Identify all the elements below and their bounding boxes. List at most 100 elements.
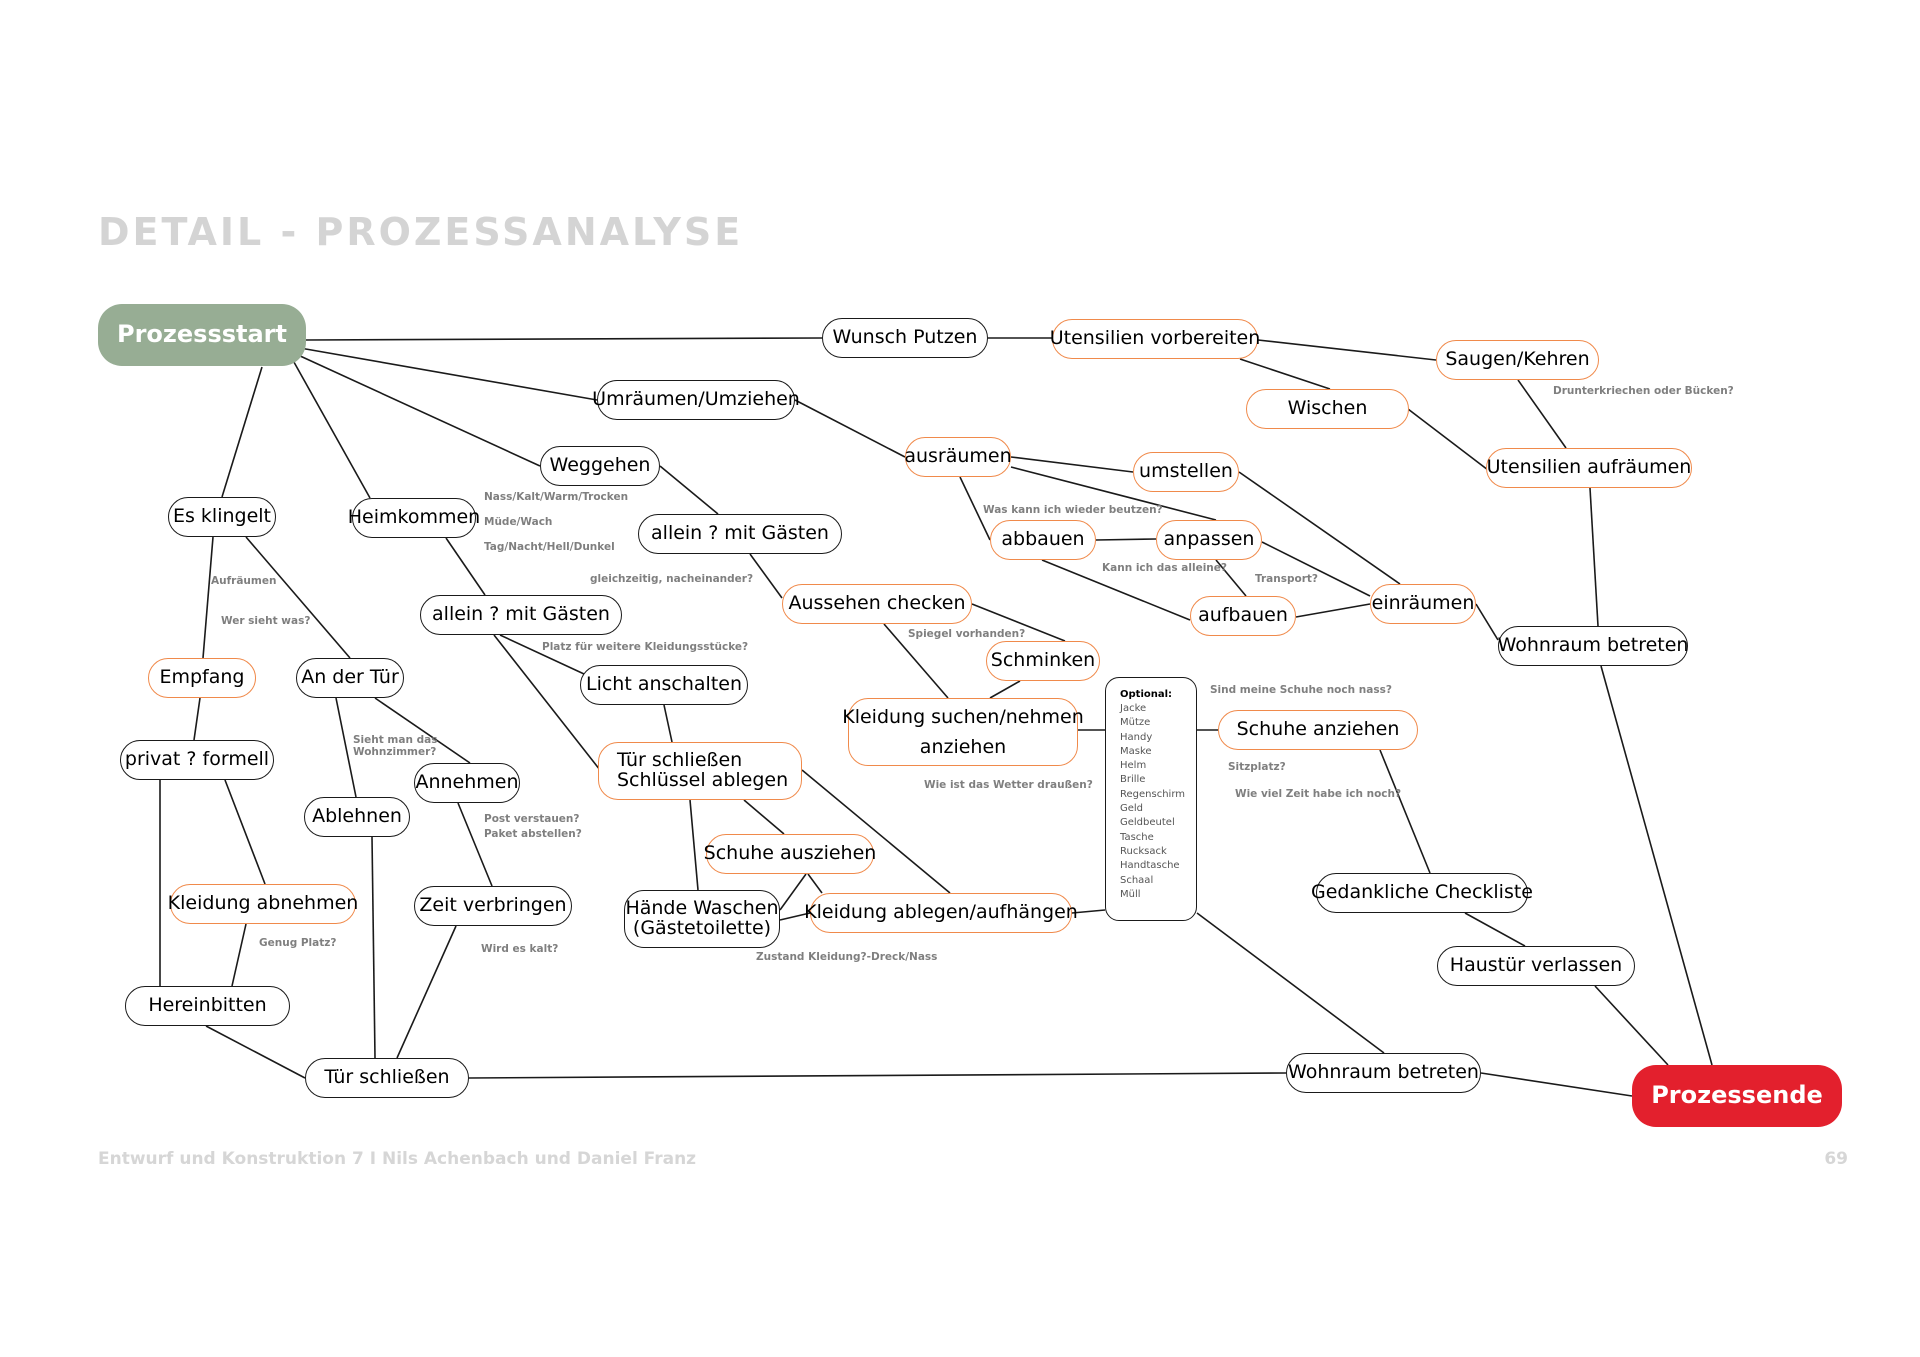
annotation-kalt: Wird es kalt? bbox=[481, 943, 559, 955]
node-allein-oder-gaesten-left[interactable]: allein ? mit Gästen bbox=[420, 595, 622, 635]
connector-line bbox=[493, 634, 601, 771]
node-einraeumen[interactable]: einräumen bbox=[1370, 584, 1476, 624]
process-start-node[interactable]: Prozessstart bbox=[98, 304, 306, 366]
node-umstellen[interactable]: umstellen bbox=[1133, 452, 1239, 492]
connector-line bbox=[1464, 912, 1526, 947]
connector-line bbox=[1071, 909, 1106, 914]
node-zeit-verbringen[interactable]: Zeit verbringen bbox=[414, 886, 572, 926]
node-es-klingelt[interactable]: Es klingelt bbox=[168, 497, 276, 537]
node-haende-waschen[interactable]: Hände Waschen (Gästetoilette) bbox=[624, 890, 780, 948]
connector-line bbox=[224, 779, 266, 885]
optional-item: Müll bbox=[1120, 888, 1141, 900]
footer-credits: Entwurf und Konstruktion 7 I Nils Achenb… bbox=[98, 1149, 697, 1169]
annotation-platz-kleidung: Platz für weitere Kleidungsstücke? bbox=[542, 641, 749, 653]
annotation-wer-sieht: Wer sieht was? bbox=[221, 615, 311, 627]
node-umraeumen-umziehen[interactable]: Umräumen/Umziehen bbox=[592, 380, 800, 420]
node-allein-oder-gaesten-top[interactable]: allein ? mit Gästen bbox=[638, 514, 842, 554]
node-anpassen[interactable]: anpassen bbox=[1156, 520, 1262, 560]
connector-line bbox=[1594, 985, 1669, 1066]
annotation-schuhe-nass: Sind meine Schuhe noch nass? bbox=[1210, 684, 1392, 696]
node-haustuer-verlassen[interactable]: Haustür verlassen bbox=[1437, 946, 1635, 986]
process-end-node[interactable]: Prozessende bbox=[1632, 1065, 1842, 1127]
annotation-wieder-benutzen: Was kann ich wieder beutzen? bbox=[983, 504, 1163, 516]
connector-line bbox=[297, 354, 541, 467]
optional-item: Handtasche bbox=[1120, 860, 1180, 872]
page-title: DETAIL - PROZESSANALYSE bbox=[98, 210, 744, 254]
option-allein: allein bbox=[432, 603, 484, 626]
connector-line bbox=[1295, 603, 1371, 618]
node-weggehen[interactable]: Weggehen bbox=[540, 446, 660, 486]
connector-line bbox=[1041, 559, 1191, 621]
annotation-alleine: Kann ich das alleine? bbox=[1102, 562, 1227, 574]
connector-line bbox=[749, 553, 783, 599]
node-schuhe-ausziehen[interactable]: Schuhe ausziehen bbox=[704, 834, 876, 874]
node-heimkommen[interactable]: Heimkommen bbox=[348, 498, 480, 538]
connector-line bbox=[468, 1072, 1287, 1079]
node-kleidung-suchen-line2: anziehen bbox=[919, 736, 1007, 758]
node-abbauen[interactable]: abbauen bbox=[990, 520, 1096, 560]
optional-title: Optional: bbox=[1120, 689, 1173, 700]
connector-line bbox=[959, 476, 991, 541]
optional-item: Tasche bbox=[1120, 831, 1154, 843]
node-ausraeumen[interactable]: ausräumen bbox=[904, 437, 1012, 477]
annotation-post: Post verstauen? Paket abstellen? bbox=[484, 813, 582, 840]
optional-item: Helm bbox=[1120, 760, 1147, 772]
node-an-der-tuer[interactable]: An der Tür bbox=[296, 658, 404, 698]
connector-line bbox=[193, 697, 201, 741]
node-kleidung-abnehmen[interactable]: Kleidung abnehmen bbox=[168, 884, 358, 924]
node-tuer-schliessen-schluessel[interactable]: Tür schließen Schlüssel ablegen bbox=[598, 742, 802, 800]
connector-line bbox=[1215, 559, 1247, 597]
node-wohnraum-betreten-right[interactable]: Wohnraum betreten bbox=[1498, 626, 1688, 666]
node-kleidung-ablegen[interactable]: Kleidung ablegen/aufhängen bbox=[804, 893, 1078, 933]
node-tuer-schliessen[interactable]: Tür schließen bbox=[305, 1058, 469, 1098]
connector-line bbox=[1589, 487, 1599, 627]
connector-line bbox=[689, 799, 699, 891]
node-schminken[interactable]: Schminken bbox=[986, 641, 1100, 681]
connector-line bbox=[663, 704, 673, 743]
node-kleidung-suchen[interactable]: Kleidung suchen/nehmen anziehen bbox=[842, 698, 1084, 766]
node-aussehen-checken[interactable]: Aussehen checken bbox=[782, 584, 972, 624]
connector-line bbox=[659, 465, 719, 515]
node-utensilien-vorbereiten[interactable]: Utensilien vorbereiten bbox=[1050, 319, 1260, 359]
connector-line bbox=[205, 1025, 306, 1079]
optional-item: Geld bbox=[1120, 803, 1144, 815]
node-privat-formell[interactable]: privat ? formell bbox=[120, 740, 274, 780]
node-ablehnen[interactable]: Ablehnen bbox=[304, 797, 410, 837]
node-licht-anschalten[interactable]: Licht anschalten bbox=[580, 665, 748, 705]
node-wischen[interactable]: Wischen bbox=[1246, 389, 1409, 429]
node-hereinbitten[interactable]: Hereinbitten bbox=[125, 986, 290, 1026]
connector-line bbox=[971, 603, 1066, 642]
node-annehmen[interactable]: Annehmen bbox=[414, 763, 520, 803]
connector-line bbox=[245, 536, 351, 659]
connector-line bbox=[221, 366, 263, 498]
annotation-sitzplatz: Sitzplatz? bbox=[1228, 761, 1286, 773]
connector-line bbox=[289, 354, 371, 499]
annotation-nass-kalt: Nass/Kalt/Warm/Trocken Müde/Wach Tag/Nac… bbox=[484, 491, 629, 553]
connector-line bbox=[801, 769, 951, 894]
connector-line bbox=[779, 873, 807, 911]
node-aufbauen[interactable]: aufbauen bbox=[1190, 596, 1296, 636]
node-saugen-kehren[interactable]: Saugen/Kehren bbox=[1436, 340, 1599, 380]
optional-item: Maske bbox=[1120, 745, 1152, 757]
node-gedankliche-checkliste[interactable]: Gedankliche Checkliste bbox=[1311, 873, 1533, 913]
node-wohnraum-betreten-bottom[interactable]: Wohnraum betreten bbox=[1286, 1053, 1481, 1093]
option-mit-gaesten: mit Gästen bbox=[724, 522, 829, 545]
node-empfang[interactable]: Empfang bbox=[148, 658, 256, 698]
connector-line bbox=[989, 680, 1021, 699]
option-allein: allein bbox=[651, 522, 703, 545]
connector-line bbox=[457, 802, 493, 887]
page-number: 69 bbox=[1824, 1149, 1848, 1169]
node-wunsch-putzen[interactable]: Wunsch Putzen bbox=[822, 318, 988, 358]
annotation-spiegel: Spiegel vorhanden? bbox=[908, 628, 1026, 640]
annotation-genug-platz: Genug Platz? bbox=[259, 937, 337, 949]
node-utensilien-aufraeumen[interactable]: Utensilien aufräumen bbox=[1486, 448, 1692, 488]
node-schuhe-anziehen[interactable]: Schuhe anziehen bbox=[1218, 710, 1418, 750]
optional-items-box: Optional: Jacke Mütze Handy Maske Helm B… bbox=[1105, 677, 1197, 921]
connector-line bbox=[445, 537, 486, 596]
connector-line bbox=[231, 923, 247, 987]
annotation-wohnzimmer: Sieht man das Wohnzimmer? bbox=[353, 734, 438, 759]
connector-line bbox=[335, 697, 357, 798]
connector-line bbox=[1196, 912, 1385, 1054]
connector-line bbox=[807, 873, 823, 894]
annotation-zustand: Zustand Kleidung?-Dreck/Nass bbox=[756, 951, 938, 963]
